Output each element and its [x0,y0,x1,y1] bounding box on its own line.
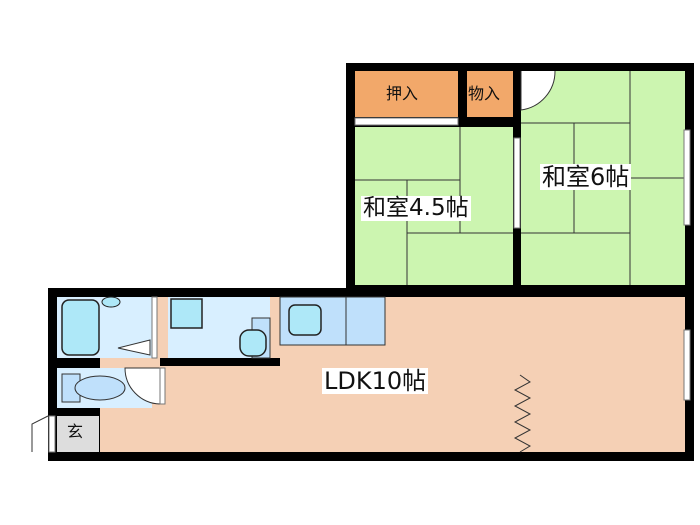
label-ldk: LDK10帖 [322,367,429,395]
entrance-door [48,415,56,453]
door-swing [520,70,556,111]
mono-ire-closet [467,71,513,117]
window-right-lower [683,329,691,401]
bathtub-icon [61,299,100,356]
label-genkan: 玄 [67,422,84,441]
label-washitsu-6: 和室6帖 [540,163,632,191]
shower-door [117,339,151,356]
ldk-floor-left [160,366,260,452]
oshiire-closet [355,71,458,117]
toilet-icon [74,375,126,401]
toilet-bowl-icon [239,329,267,357]
label-oshiire: 押入 [386,84,419,103]
entrance-swing [31,415,49,452]
toilet-door [159,367,166,405]
genkan-floor [57,416,99,452]
sliding-door [354,117,459,126]
bath-door [151,296,158,359]
basin-icon [101,296,121,308]
partition-zigzag [513,374,532,453]
label-mono-ire: 物入 [468,84,501,103]
sink-icon [288,304,322,336]
window-right-upper [683,129,691,226]
interior-slider [513,137,521,229]
label-washitsu-4-5: 和室4.5帖 [361,195,471,221]
wall-fill [160,358,280,366]
washer-icon [170,298,203,329]
